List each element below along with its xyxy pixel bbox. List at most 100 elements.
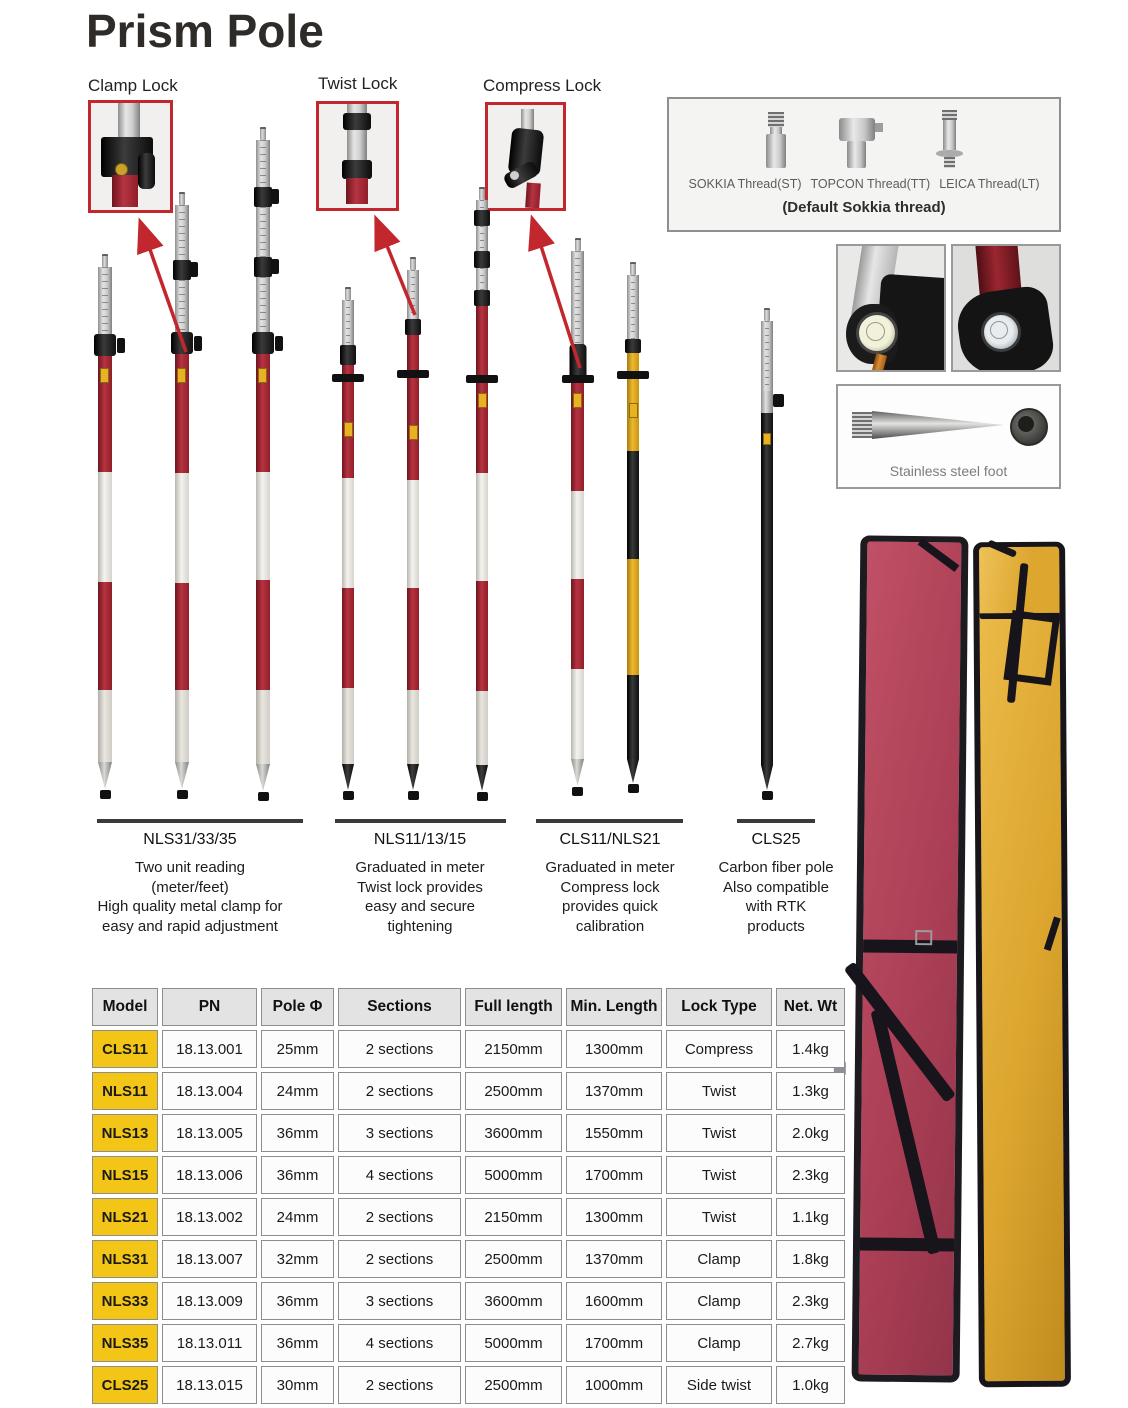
compress-lock-label: Compress Lock: [483, 76, 602, 95]
group-desc-cls11-nls21: Graduated in meter Compress lock provide…: [545, 858, 674, 936]
spec-cell: Clamp: [666, 1282, 772, 1320]
spec-cell: 2500mm: [465, 1072, 562, 1110]
spec-cell: 36mm: [261, 1324, 334, 1362]
clamp-lock-label: Clamp Lock: [88, 76, 178, 95]
spec-cell: 3 sections: [338, 1282, 461, 1320]
model-cell: NLS15: [92, 1156, 158, 1194]
spec-cell: 5000mm: [465, 1156, 562, 1194]
spec-cell: 36mm: [261, 1282, 334, 1320]
spec-cell: 2.3kg: [776, 1282, 845, 1320]
spec-cell: 1.3kg: [776, 1072, 845, 1110]
sokkia-thread-icon: [765, 112, 787, 170]
model-cell: NLS35: [92, 1324, 158, 1362]
spec-cell: 2 sections: [338, 1072, 461, 1110]
model-cell: NLS33: [92, 1282, 158, 1320]
spec-cell: 3600mm: [465, 1282, 562, 1320]
spec-cell: 18.13.001: [162, 1030, 257, 1068]
thread-adapters-row: [669, 108, 1059, 170]
col-header-4: Full length: [465, 988, 562, 1026]
spec-cell: 5000mm: [465, 1324, 562, 1362]
spec-cell: Twist: [666, 1156, 772, 1194]
thread-labels-row: SOKKIA Thread(ST) TOPCON Thread(TT) LEIC…: [669, 177, 1059, 191]
pole-nls31: [94, 254, 125, 799]
group-name-cls11-nls21: CLS11/NLS21: [559, 831, 661, 848]
desc-line: Twist lock provides: [357, 878, 483, 896]
bag-strap-loop: [1003, 610, 1061, 686]
spec-cell: 2 sections: [338, 1030, 461, 1068]
pole-cls11: [561, 238, 594, 796]
topcon-thread-label: TOPCON Thread(TT): [810, 177, 931, 191]
spec-cell: Side twist: [666, 1366, 772, 1404]
bubble-ring-graphic: [990, 321, 1008, 339]
thread-options-box: SOKKIA Thread(ST) TOPCON Thread(TT) LEIC…: [667, 97, 1061, 232]
group-name-cls25: CLS25: [751, 831, 801, 848]
red-pole-graphic: [525, 182, 541, 208]
spec-cell: 4 sections: [338, 1156, 461, 1194]
model-cell: CLS25: [92, 1366, 158, 1404]
twist-collar-bottom: [342, 160, 372, 179]
desc-line: calibration: [575, 917, 645, 935]
page-title: Prism Pole: [86, 5, 324, 57]
group-desc-cls25: Carbon fiber pole Also compatible with R…: [718, 858, 833, 936]
spec-cell: 18.13.009: [162, 1282, 257, 1320]
spec-cell: 1.4kg: [776, 1030, 845, 1068]
bag-side-tab: [1043, 916, 1061, 952]
group-name-nls11-13-15: NLS11/13/15: [373, 831, 467, 848]
desc-line: tightening: [387, 917, 453, 935]
spec-cell: 18.13.007: [162, 1240, 257, 1278]
pole-nls11: [332, 287, 364, 800]
spec-cell: 1700mm: [566, 1324, 662, 1362]
desc-line: Graduated in meter: [355, 859, 485, 876]
spec-cell: 24mm: [261, 1072, 334, 1110]
red-carry-bag: [833, 535, 969, 1383]
spec-cell: 2150mm: [465, 1030, 562, 1068]
group-name-nls31-33-35: NLS31/33/35: [143, 831, 237, 848]
spec-cell: 4 sections: [338, 1324, 461, 1362]
desc-line: Carbon fiber pole: [718, 859, 834, 876]
twist-lock-label: Twist Lock: [318, 74, 398, 93]
spec-cell: 1700mm: [566, 1156, 662, 1194]
topcon-thread-icon: [839, 112, 883, 170]
spec-cell: 18.13.006: [162, 1156, 257, 1194]
pole-rod-graphic: [118, 103, 140, 143]
desc-line: Graduated in meter: [545, 859, 675, 876]
spec-cell: 2500mm: [465, 1240, 562, 1278]
spec-cell: 1300mm: [566, 1198, 662, 1236]
red-pole-graphic: [346, 178, 368, 204]
spec-cell: 25mm: [261, 1030, 334, 1068]
spec-cell: 18.13.004: [162, 1072, 257, 1110]
pole-nls35: [252, 127, 283, 801]
bubble-ring-graphic: [866, 322, 885, 341]
thread-stud-graphic: [521, 109, 534, 131]
bag-d-ring: [915, 930, 933, 946]
spec-cell: 1.1kg: [776, 1198, 845, 1236]
foot-spike-graphic: [872, 411, 1004, 439]
bubble-vial-photo-1: [836, 244, 946, 372]
desc-line: (meter/feet): [151, 878, 229, 896]
group-line-2: [335, 819, 506, 823]
spec-cell: 18.13.005: [162, 1114, 257, 1152]
stainless-foot-caption: Stainless steel foot: [889, 463, 1008, 479]
model-cell: NLS21: [92, 1198, 158, 1236]
desc-line: High quality metal clamp for: [97, 898, 283, 915]
group-line-3: [536, 819, 683, 823]
leica-thread-label: LEICA Thread(LT): [939, 177, 1040, 191]
pole-nls15: [466, 187, 498, 801]
spec-cell: Twist: [666, 1072, 772, 1110]
desc-line: provides quick: [562, 898, 658, 915]
spec-cell: Compress: [666, 1030, 772, 1068]
spec-cell: 2.7kg: [776, 1324, 845, 1362]
spec-cell: 32mm: [261, 1240, 334, 1278]
spec-cell: 36mm: [261, 1156, 334, 1194]
desc-line: easy and secure: [364, 898, 476, 915]
bubble-vial-photo-2: [951, 244, 1061, 372]
spec-cell: 3600mm: [465, 1114, 562, 1152]
spec-cell: 1000mm: [566, 1366, 662, 1404]
